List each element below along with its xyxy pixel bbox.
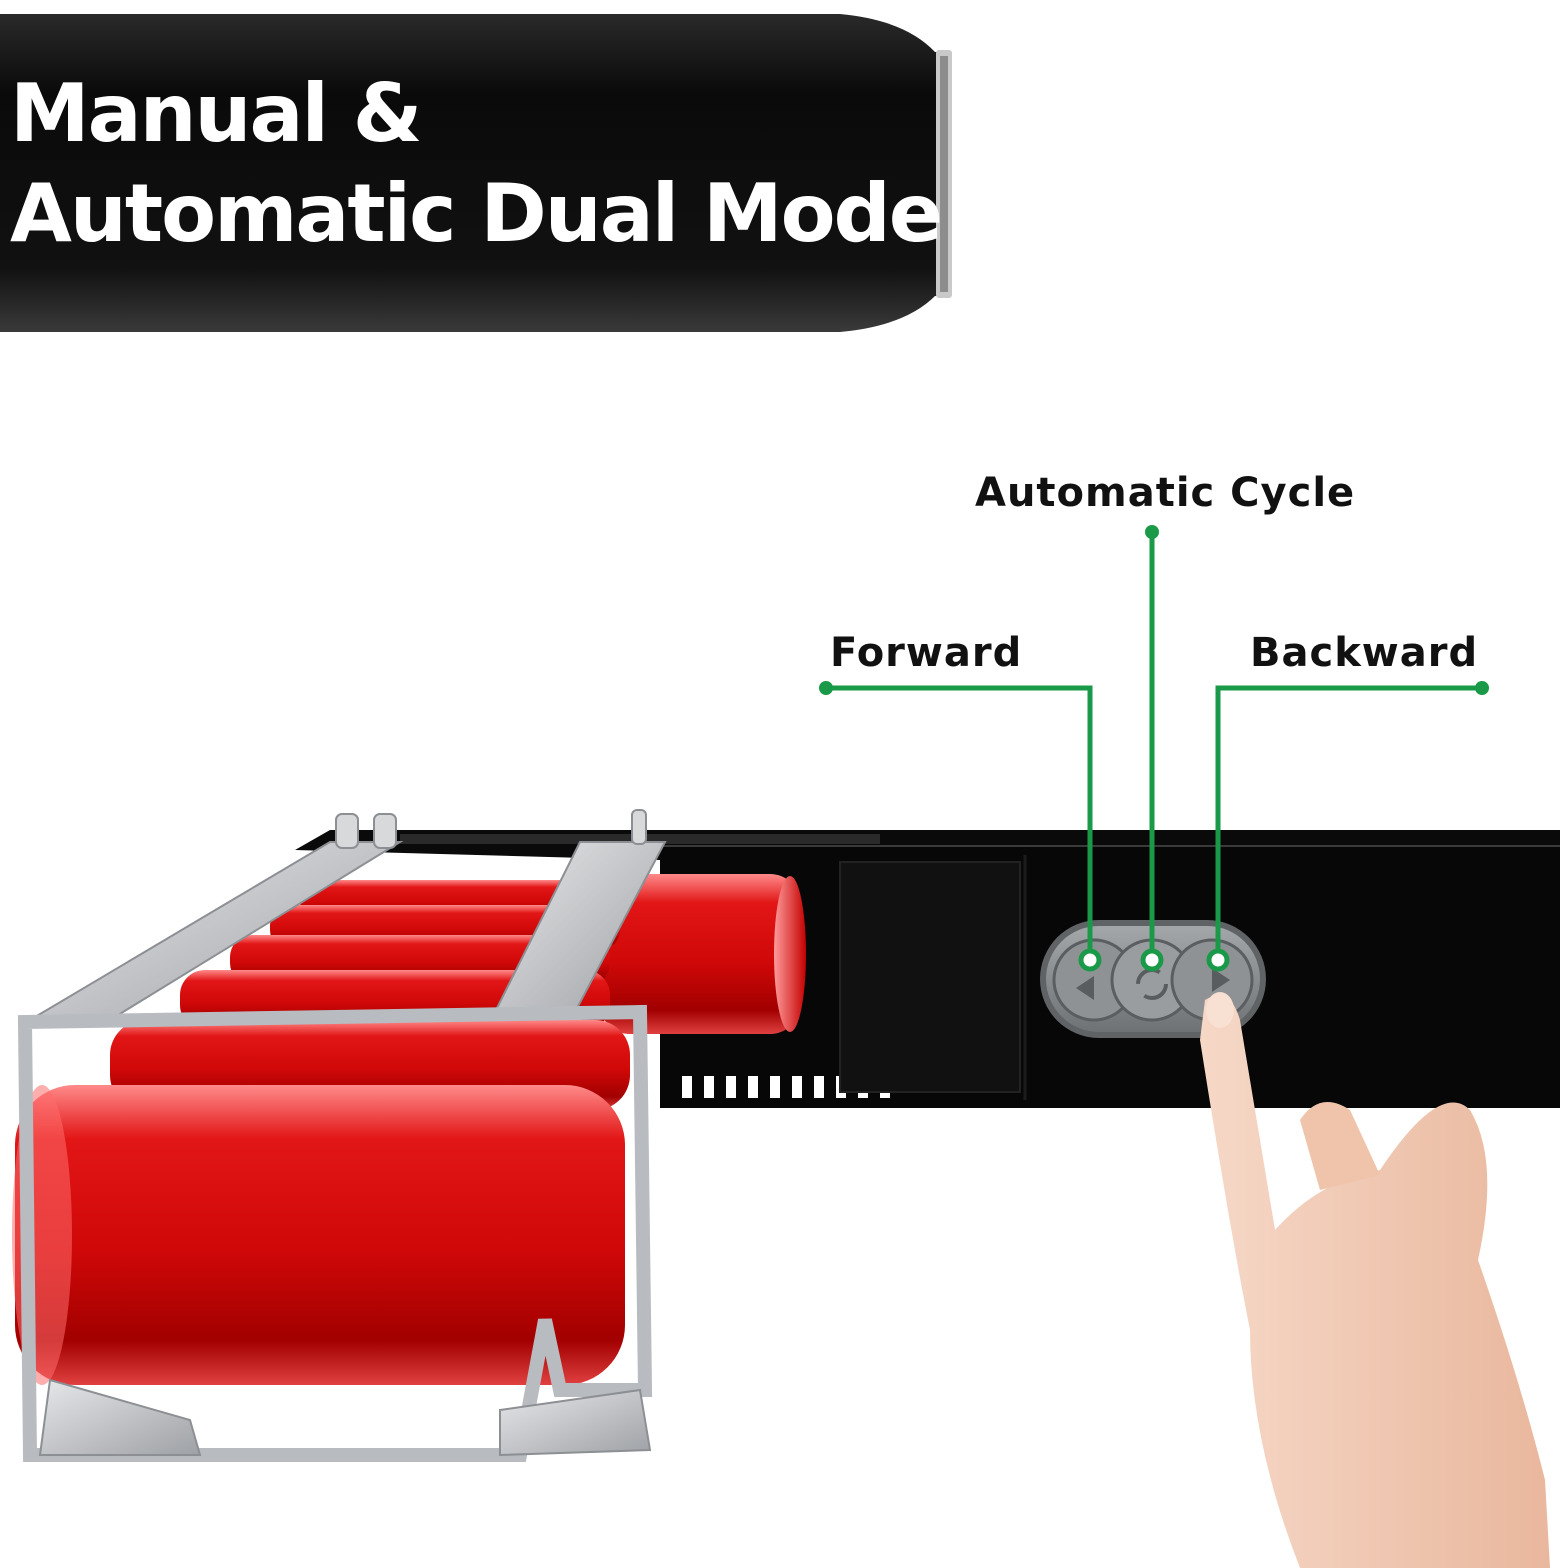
- backward-callout-line: [1215, 685, 1482, 960]
- forward-label: Forward: [830, 630, 1023, 676]
- hand: [1200, 992, 1550, 1568]
- silver-rack: [17, 841, 667, 1462]
- banner-can: [0, 14, 952, 332]
- forward-callout-line: [826, 685, 1093, 960]
- callout-dots: [819, 525, 1489, 972]
- automatic-cycle-label: Automatic Cycle: [975, 470, 1356, 516]
- red-cans: [12, 874, 806, 1385]
- banner-title-line1: Manual &: [10, 67, 423, 160]
- callout-lines: [826, 532, 1482, 960]
- backward-label: Backward: [1250, 630, 1479, 676]
- dispenser-window: [839, 861, 1021, 1093]
- triangle-left-icon: [1076, 976, 1094, 1000]
- triangle-right-icon: [1212, 968, 1230, 992]
- banner-title: Manual & Automatic Dual Mode: [10, 64, 950, 264]
- banner-title-line2: Automatic Dual Mode: [10, 167, 943, 260]
- backward-button[interactable]: [1170, 938, 1254, 1022]
- wall-studs: [335, 809, 647, 849]
